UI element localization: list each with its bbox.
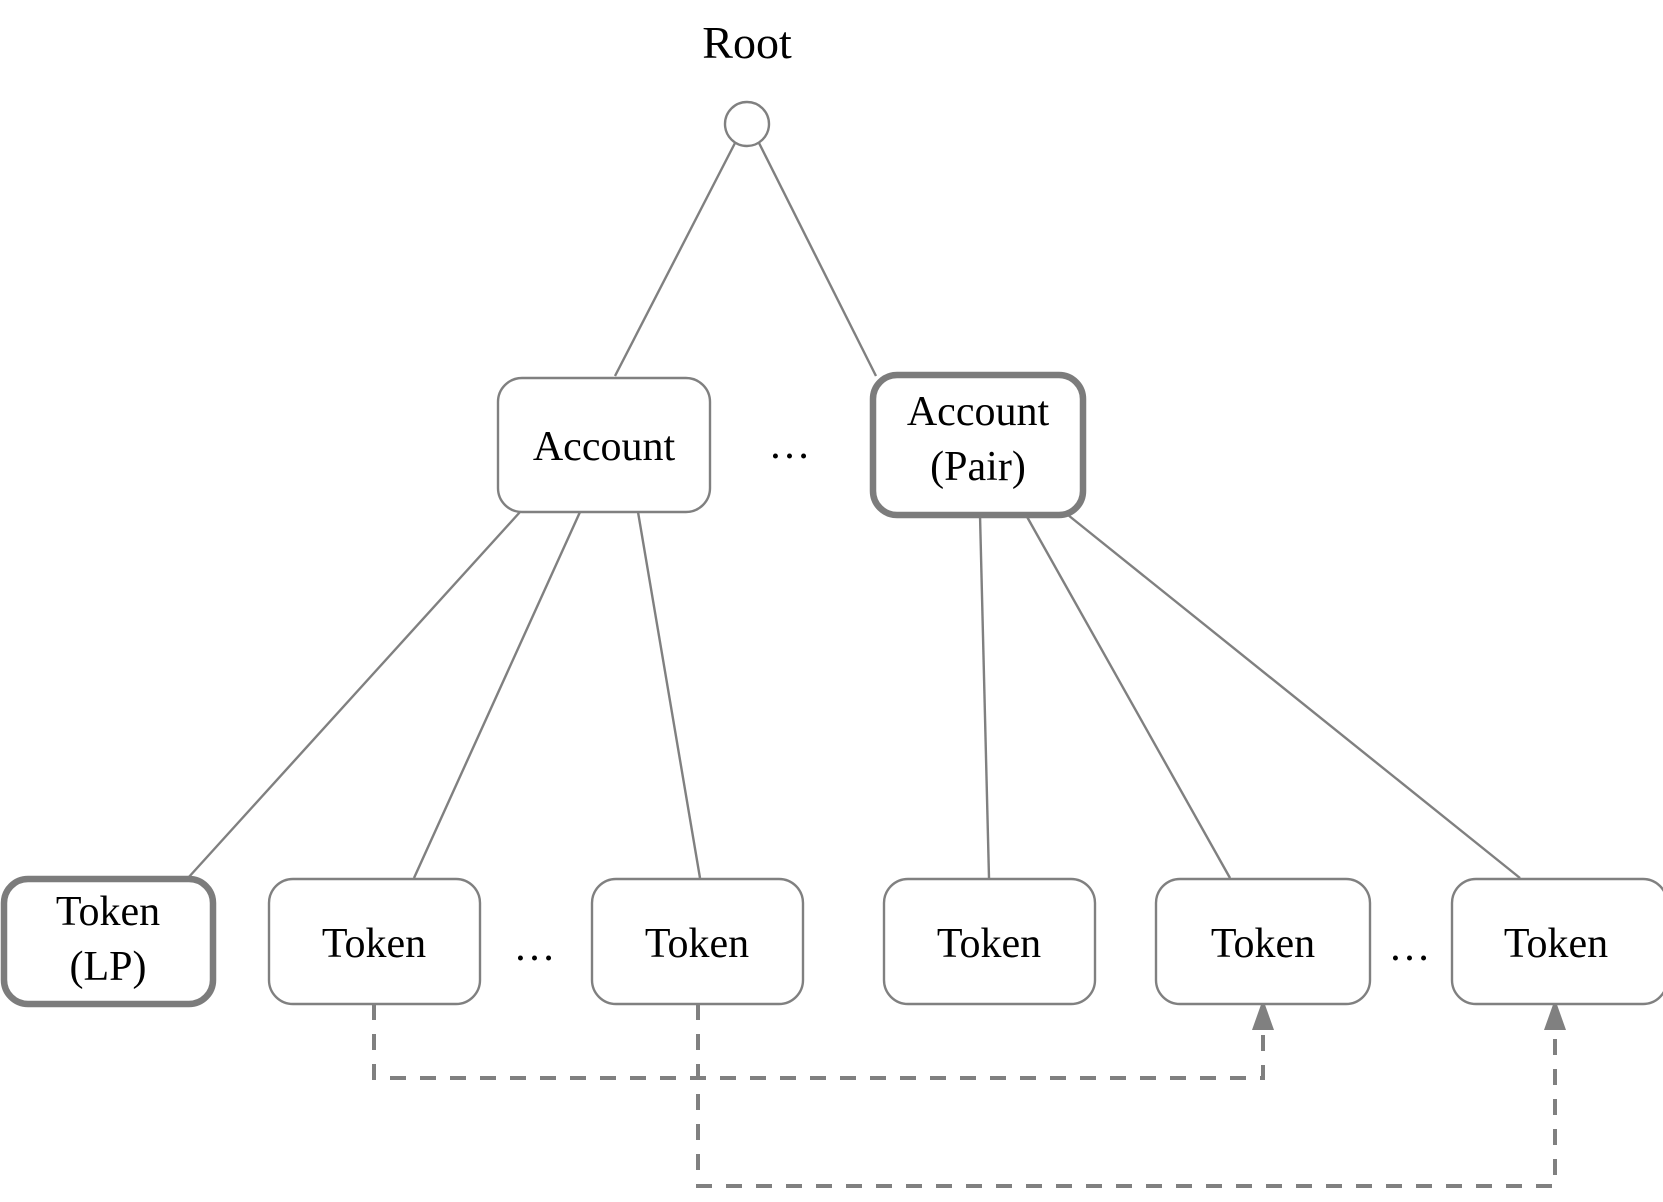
node-account-pair-label-line1: Account: [907, 389, 1050, 435]
node-token-p3-label: Token: [1504, 921, 1608, 967]
edge-account-to-token-a2: [412, 511, 582, 879]
node-token-p2[interactable]: Token: [1154, 877, 1372, 1006]
node-account-label: Account: [533, 424, 676, 470]
node-token-p2-label: Token: [1211, 921, 1315, 967]
dashed-reference-edges: [372, 999, 1566, 1188]
node-token-p2-box[interactable]: [1154, 877, 1372, 1006]
dashed-edge-token-a2-to-token-p2: [372, 1004, 1265, 1080]
dashed-edge-token-a3-to-token-p3: [696, 1004, 1557, 1188]
node-account-pair-label-line2: (Pair): [930, 444, 1026, 490]
node-token-p3-box[interactable]: [1450, 877, 1663, 1006]
ellipsis-level2-right: …: [1389, 924, 1434, 970]
node-token-p3[interactable]: Token: [1450, 877, 1663, 1006]
node-account-box[interactable]: [496, 376, 712, 514]
root-node-group[interactable]: Root: [702, 17, 792, 148]
node-token-lp-label-line2: (LP): [70, 944, 147, 990]
node-token-a3[interactable]: Token: [590, 877, 805, 1006]
ellipsis-level2-left: …: [514, 924, 559, 970]
node-token-lp-label-line1: Token: [56, 889, 160, 935]
edge-account-pair-to-token-p2: [1024, 514, 1232, 879]
node-account[interactable]: Account: [496, 376, 712, 514]
root-title-label: Root: [702, 17, 792, 68]
node-token-a2-label: Token: [322, 921, 426, 967]
edge-root-to-account: [613, 142, 737, 377]
node-token-a2[interactable]: Token: [267, 877, 482, 1006]
node-token-lp[interactable]: Token (LP): [0, 875, 217, 1008]
edges-root-to-accounts: [613, 142, 878, 377]
edge-account-to-token-a3: [636, 511, 702, 879]
node-token-p1-box[interactable]: [882, 877, 1097, 1006]
root-circle-node[interactable]: [723, 100, 771, 148]
edge-account-to-token-lp: [187, 511, 521, 879]
ellipsis-level1: …: [769, 422, 814, 468]
edges-account-to-tokens: [187, 511, 702, 879]
node-account-pair[interactable]: Account (Pair): [869, 371, 1087, 519]
edges-account-pair-to-tokens: [978, 514, 1521, 879]
node-token-lp-box[interactable]: [0, 875, 217, 1008]
node-token-a2-box[interactable]: [267, 877, 482, 1006]
node-token-a3-label: Token: [645, 921, 749, 967]
node-token-p1[interactable]: Token: [882, 877, 1097, 1006]
edge-account-pair-to-token-p1: [978, 514, 991, 879]
node-token-a3-box[interactable]: [590, 877, 805, 1006]
edge-account-pair-to-token-p3: [1067, 514, 1521, 879]
arrow-head-token-p2: [1252, 999, 1274, 1030]
node-token-p1-label: Token: [937, 921, 1041, 967]
node-account-pair-box[interactable]: [869, 371, 1087, 519]
arrow-head-token-p3: [1544, 999, 1566, 1030]
edge-root-to-account-pair: [757, 142, 878, 377]
